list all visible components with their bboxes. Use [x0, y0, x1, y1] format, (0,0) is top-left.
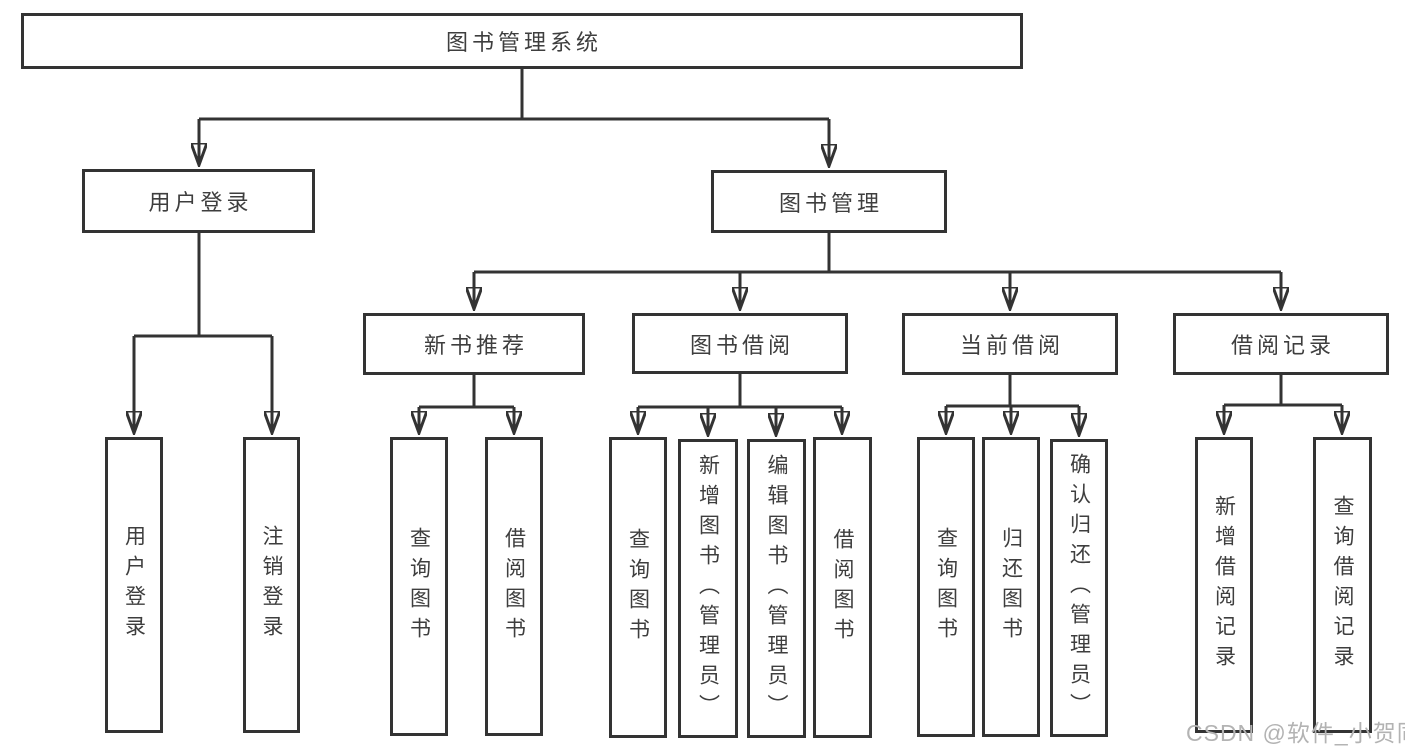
node-leaf-return-books: 归还图书	[982, 437, 1040, 737]
node-leaf-borrow-books: 借阅图书	[813, 437, 872, 738]
node-leaf-add-books-admin: 新增图书（管理员）	[678, 439, 738, 738]
node-leaf-borrow-books: 借阅图书	[485, 437, 543, 736]
node-book-borrowing: 图书借阅	[632, 313, 848, 374]
node-leaf-query-books: 查询图书	[609, 437, 667, 738]
node-leaf-query-books: 查询图书	[917, 437, 975, 737]
node-leaf-confirm-return-admin: 确认归还（管理员）	[1050, 439, 1108, 737]
node-leaf-user-login: 用户登录	[105, 437, 163, 733]
node-new-book-recommendation: 新书推荐	[363, 313, 585, 375]
csdn-watermark: CSDN @软件_小贺同学	[1186, 720, 1405, 746]
node-leaf-query-books: 查询图书	[390, 437, 448, 736]
node-borrowing-records: 借阅记录	[1173, 313, 1389, 375]
node-user-login: 用户登录	[82, 169, 315, 233]
node-leaf-query-borrow-record: 查询借阅记录	[1313, 437, 1372, 733]
node-library-management-system: 图书管理系统	[21, 13, 1023, 69]
node-leaf-edit-books-admin: 编辑图书（管理员）	[747, 439, 806, 738]
node-book-management: 图书管理	[711, 170, 947, 233]
node-leaf-logout: 注销登录	[243, 437, 300, 733]
node-current-borrowing: 当前借阅	[902, 313, 1118, 375]
node-leaf-add-borrow-record: 新增借阅记录	[1195, 437, 1253, 733]
